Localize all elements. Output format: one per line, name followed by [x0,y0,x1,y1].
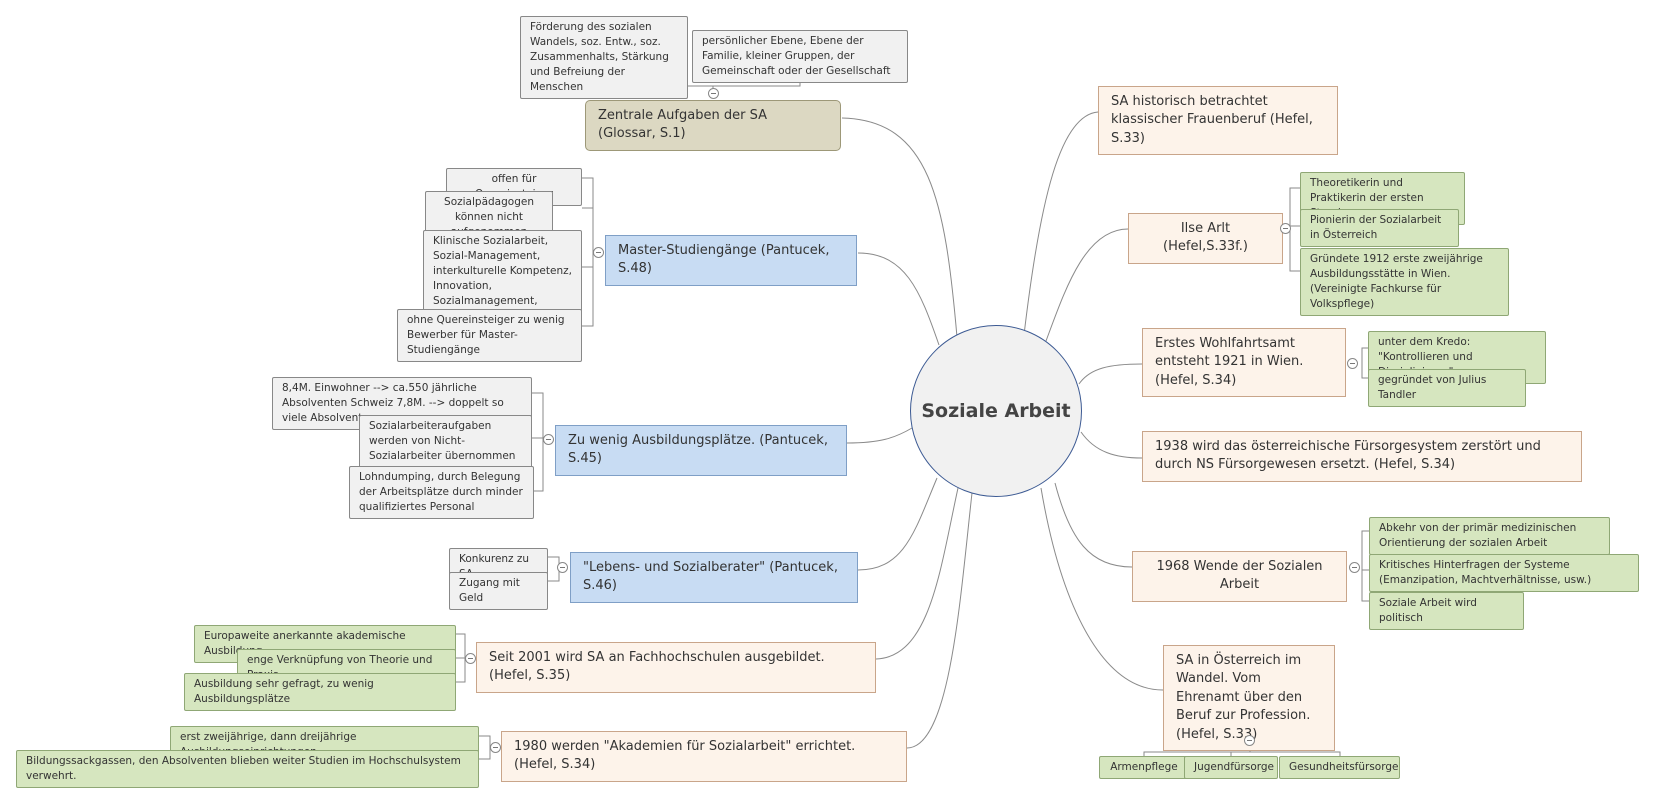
akademien-detail-2-label: Bildungssackgassen, den Absolventen blie… [26,755,461,782]
wende-detail-2-label: Kritisches Hinterfragen der Systeme (Ema… [1379,559,1592,586]
lebensberater-detail-2-label: Zugang mit Geld [459,577,520,604]
topic-ausbildungsplaetze-label: Zu wenig Ausbildungsplätze. (Pantucek, S… [568,433,828,467]
collapse-master-toggle[interactable] [593,247,604,258]
collapse-wandel-toggle[interactable] [1244,735,1255,746]
topic-wohlfahrtsamt[interactable]: Erstes Wohlfahrtsamt entsteht 1921 in Wi… [1142,328,1346,398]
fachhochschulen-detail-3[interactable]: Ausbildung sehr gefragt, zu wenig Ausbil… [184,673,456,711]
topic-ns-fuersorge[interactable]: 1938 wird das österreichische Fürsorgesy… [1142,431,1582,482]
topic-1968-wende[interactable]: 1968 Wende der Sozialen Arbeit [1132,551,1347,602]
wohlfahrtsamt-detail-2-label: gegründet von Julius Tandler [1378,374,1487,401]
master-detail-4-label: ohne Quereinsteiger zu wenig Bewerber fü… [407,314,565,356]
topic-frauenberuf[interactable]: SA historisch betrachtet klassischer Fra… [1098,86,1338,156]
collapse-aufgaben-toggle[interactable] [708,88,719,99]
topic-frauenberuf-label: SA historisch betrachtet klassischer Fra… [1111,94,1313,146]
topic-master-label: Master-Studiengänge (Pantucek, S.48) [618,243,830,277]
collapse-ausbildungsplaetze-toggle[interactable] [543,434,554,445]
topic-fachhochschulen[interactable]: Seit 2001 wird SA an Fachhochschulen aus… [476,642,876,693]
topic-fachhochschulen-label: Seit 2001 wird SA an Fachhochschulen aus… [489,650,825,684]
wende-detail-2[interactable]: Kritisches Hinterfragen der Systeme (Ema… [1369,554,1639,592]
central-topic-label: Soziale Arbeit [921,400,1071,422]
wende-detail-1[interactable]: Abkehr von der primär medizinischen Orie… [1369,517,1610,555]
topic-master-studiengaenge[interactable]: Master-Studiengänge (Pantucek, S.48) [605,235,857,286]
topic-ilse-arlt[interactable]: Ilse Arlt (Hefel,S.33f.) [1128,213,1283,264]
topic-wohlfahrtsamt-label: Erstes Wohlfahrtsamt entsteht 1921 in Wi… [1155,336,1304,388]
topic-zentrale-aufgaben-label: Zentrale Aufgaben der SA (Glossar, S.1) [598,108,767,142]
wandel-detail-2[interactable]: Jugendfürsorge [1184,756,1278,779]
arlt-detail-3[interactable]: Gründete 1912 erste zweijährige Ausbildu… [1300,248,1509,316]
ausbildungsplaetze-detail-3-label: Lohndumping, durch Belegung der Arbeitsp… [359,471,523,513]
wandel-detail-3-label: Gesundheitsfürsorge [1289,761,1399,773]
topic-zentrale-aufgaben[interactable]: Zentrale Aufgaben der SA (Glossar, S.1) [585,100,841,151]
master-detail-4[interactable]: ohne Quereinsteiger zu wenig Bewerber fü… [397,309,582,362]
topic-akademien[interactable]: 1980 werden "Akademien für Sozialarbeit"… [501,731,907,782]
topic-ilse-arlt-label: Ilse Arlt (Hefel,S.33f.) [1163,221,1248,255]
collapse-akademien-toggle[interactable] [490,742,501,753]
wandel-detail-2-label: Jugendfürsorge [1194,761,1275,773]
topic-sa-im-wandel[interactable]: SA in Österreich im Wandel. Vom Ehrenamt… [1163,645,1335,752]
ausbildungsplaetze-detail-3[interactable]: Lohndumping, durch Belegung der Arbeitsp… [349,466,534,519]
central-topic[interactable]: Soziale Arbeit [910,325,1082,497]
collapse-wende-toggle[interactable] [1349,562,1360,573]
topic-ausbildungsplaetze[interactable]: Zu wenig Ausbildungsplätze. (Pantucek, S… [555,425,847,476]
topic-wandel-label: SA in Österreich im Wandel. Vom Ehrenamt… [1176,653,1311,742]
topic-lebensberater-label: "Lebens- und Sozialberater" (Pantucek, S… [583,560,838,594]
aufgaben-detail-1-label: Förderung des sozialen Wandels, soz. Ent… [530,21,669,93]
wandel-detail-1-label: Armenpflege [1110,761,1178,773]
wandel-detail-1[interactable]: Armenpflege [1099,756,1189,779]
ausbildungsplaetze-detail-1-label: 8,4M. Einwohner --> ca.550 jährliche Abs… [282,382,504,424]
wohlfahrtsamt-detail-2[interactable]: gegründet von Julius Tandler [1368,369,1526,407]
wende-detail-3[interactable]: Soziale Arbeit wird politisch [1369,592,1524,630]
wende-detail-1-label: Abkehr von der primär medizinischen Orie… [1379,522,1577,549]
collapse-fachhochschulen-toggle[interactable] [465,653,476,664]
collapse-arlt-toggle[interactable] [1280,223,1291,234]
arlt-detail-2-label: Pionierin der Sozialarbeit in Österreich [1310,214,1442,241]
topic-akademien-label: 1980 werden "Akademien für Sozialarbeit"… [514,739,856,773]
lebensberater-detail-2[interactable]: Zugang mit Geld [449,572,548,610]
topic-ns-label: 1938 wird das österreichische Fürsorgesy… [1155,439,1541,473]
wende-detail-3-label: Soziale Arbeit wird politisch [1379,597,1477,624]
topic-1968-wende-label: 1968 Wende der Sozialen Arbeit [1156,559,1323,593]
collapse-wohlfahrtsamt-toggle[interactable] [1347,358,1358,369]
akademien-detail-2[interactable]: Bildungssackgassen, den Absolventen blie… [16,750,479,788]
wandel-detail-3[interactable]: Gesundheitsfürsorge [1279,756,1400,779]
arlt-detail-2[interactable]: Pionierin der Sozialarbeit in Österreich [1300,209,1459,247]
aufgaben-detail-1[interactable]: Förderung des sozialen Wandels, soz. Ent… [520,16,688,99]
arlt-detail-3-label: Gründete 1912 erste zweijährige Ausbildu… [1310,253,1483,310]
fachhochschulen-detail-3-label: Ausbildung sehr gefragt, zu wenig Ausbil… [194,678,374,705]
aufgaben-detail-2[interactable]: persönlicher Ebene, Ebene der Familie, k… [692,30,908,83]
collapse-lebensberater-toggle[interactable] [557,562,568,573]
topic-lebens-sozialberater[interactable]: "Lebens- und Sozialberater" (Pantucek, S… [570,552,858,603]
aufgaben-detail-2-label: persönlicher Ebene, Ebene der Familie, k… [702,35,891,77]
